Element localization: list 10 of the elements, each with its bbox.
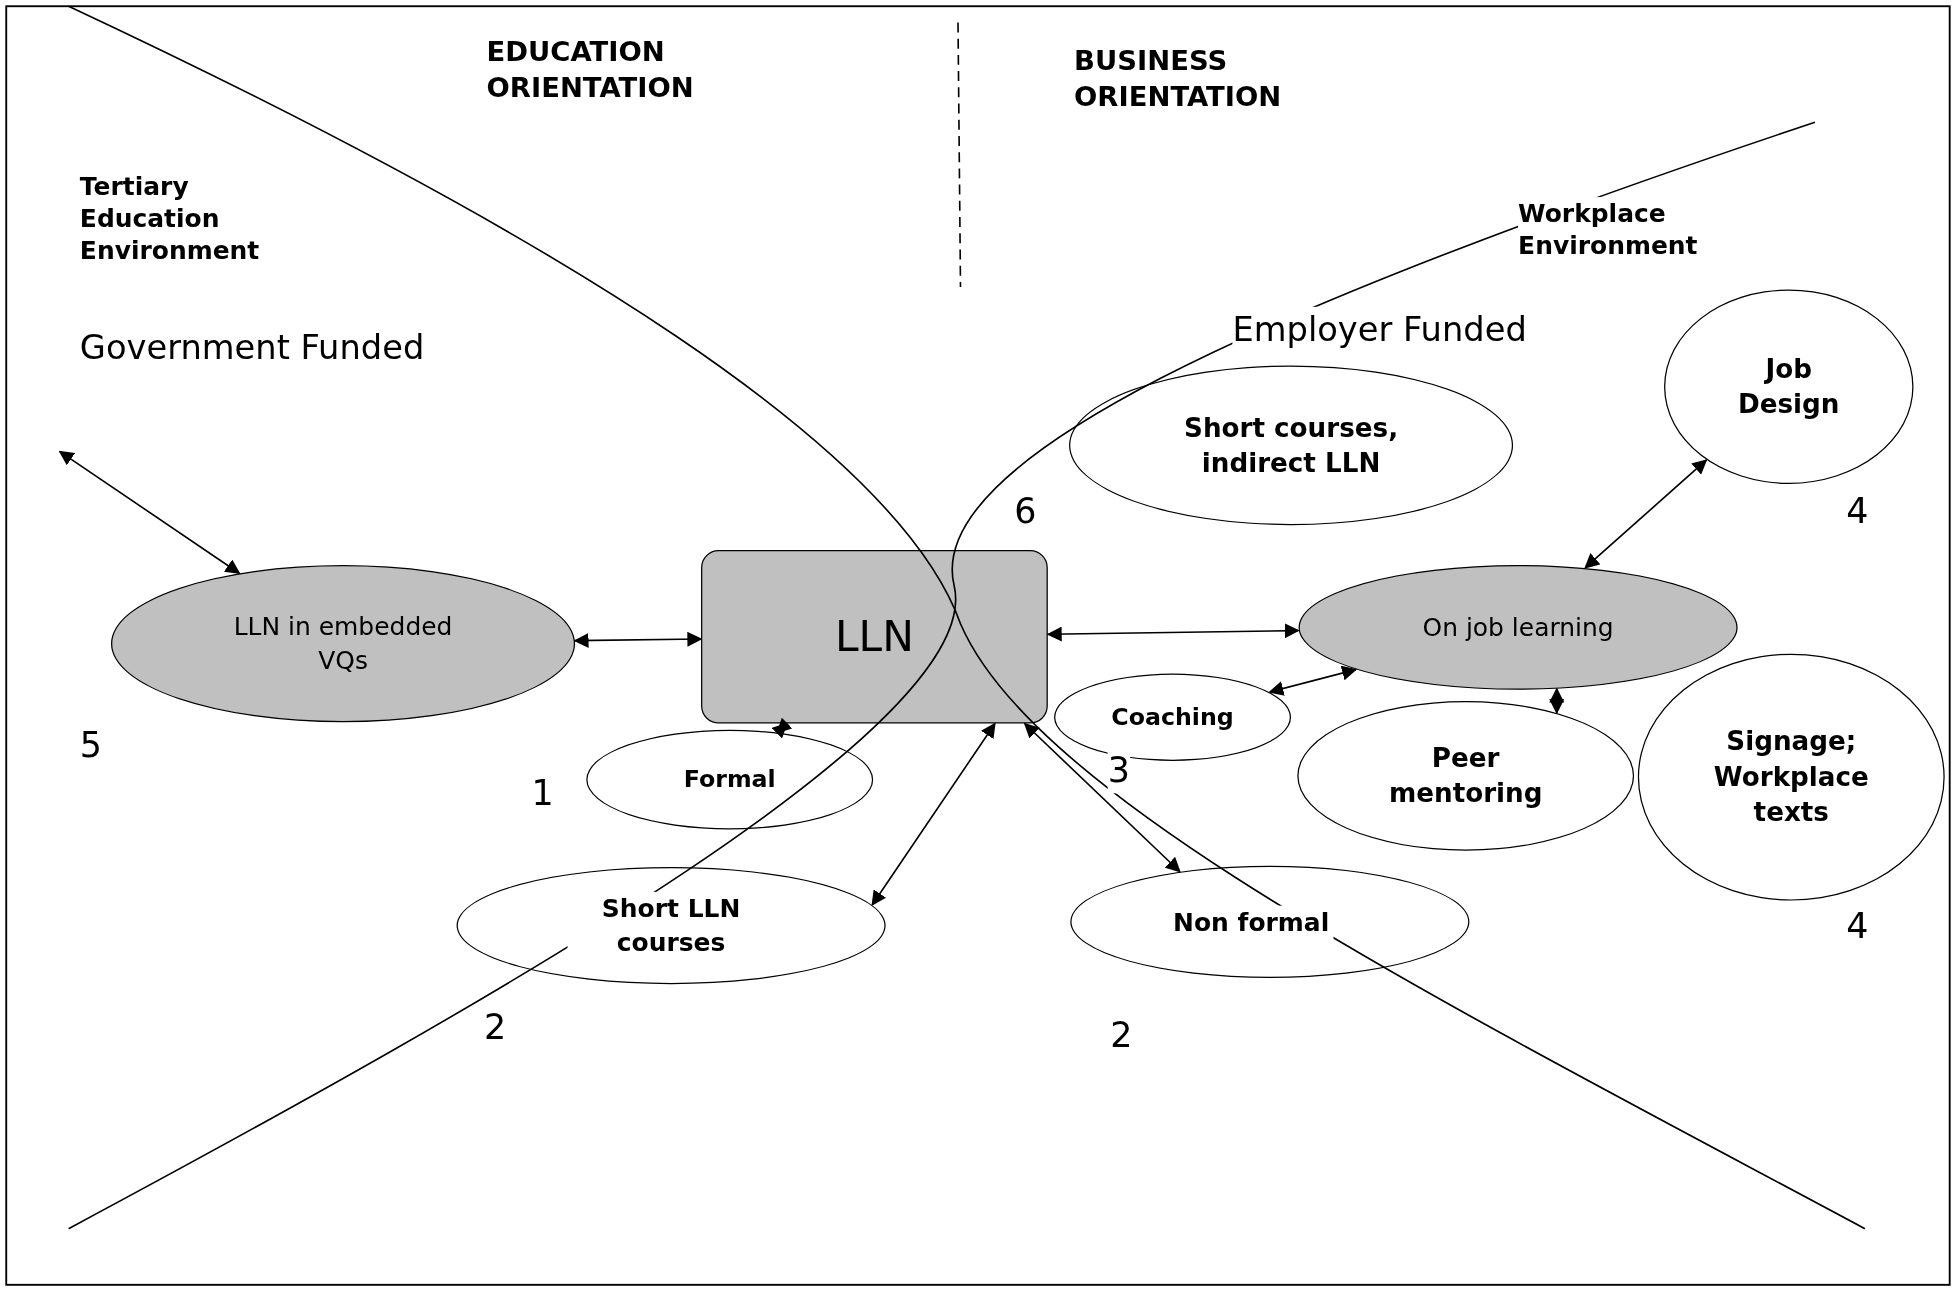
- double-arrow: [1046, 623, 1300, 642]
- double-arrow: [871, 722, 996, 906]
- double-arrow: [1584, 459, 1708, 569]
- double-arrow: [771, 717, 793, 739]
- double-arrow: [58, 450, 241, 575]
- rounded-box: [701, 550, 1048, 724]
- double-arrow: [1549, 687, 1565, 715]
- double-arrow: [1268, 665, 1358, 696]
- double-arrow: [573, 631, 703, 648]
- double-arrow: [1023, 722, 1181, 873]
